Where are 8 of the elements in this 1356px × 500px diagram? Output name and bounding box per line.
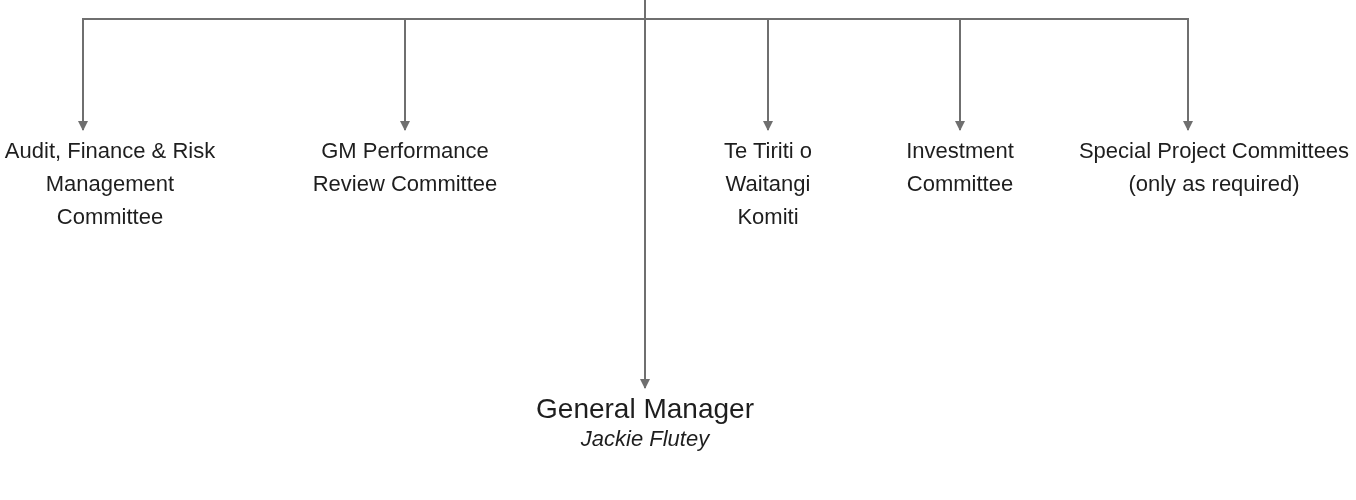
connector-arrow bbox=[640, 0, 650, 389]
committee-name: Audit, Finance & Risk Management Committee bbox=[4, 137, 216, 231]
role-title: General Manager bbox=[536, 392, 754, 426]
committee-name: Te Tiriti o Waitangi Komiti bbox=[723, 137, 813, 231]
committee-name: Investment Committee bbox=[905, 137, 1015, 198]
committee-name: GM Performance Review Committee bbox=[311, 137, 499, 198]
committee-name: Special Project Committees (only as required) bbox=[1077, 137, 1351, 198]
person-name: Jackie Flutey bbox=[580, 426, 710, 452]
